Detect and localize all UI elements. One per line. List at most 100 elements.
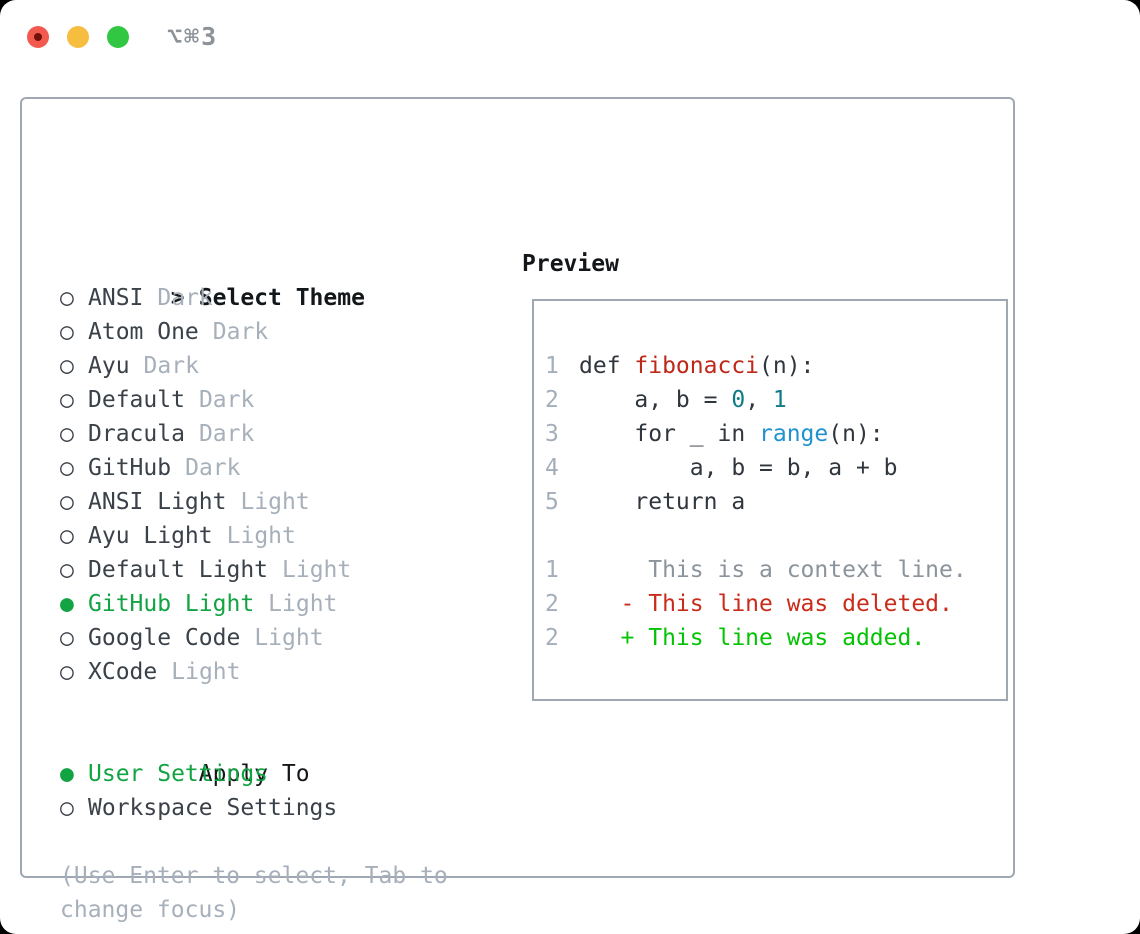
theme-option-ansi-light-light[interactable]: ○ ANSI Light Light — [60, 485, 365, 519]
code-segment-number: 1 — [772, 387, 787, 413]
radio-unselected-icon: ○ — [60, 557, 74, 583]
code-segment-builtin: range — [759, 421, 829, 447]
radio-unselected-icon: ○ — [60, 353, 74, 379]
theme-name: Atom One — [88, 319, 199, 345]
theme-option-ayu-dark[interactable]: ○ Ayu Dark — [60, 349, 365, 383]
code-line: 2 - This line was deleted. — [545, 587, 1006, 621]
line-number: 1 — [545, 353, 559, 379]
theme-variant-badge: Dark — [198, 387, 255, 413]
apply-to-header: Apply To — [60, 723, 337, 787]
window-shortcut-label: ⌥⌘3 — [167, 22, 219, 51]
theme-name: ANSI — [88, 285, 144, 311]
theme-variant-badge: Dark — [185, 455, 241, 481]
radio-unselected-icon: ○ — [60, 387, 74, 413]
code-segment-plain: (n): — [828, 421, 884, 447]
code-segment-context: This is a context line. — [579, 557, 967, 583]
radio-selected-icon: ● — [60, 591, 74, 617]
theme-name: Google Code — [88, 625, 241, 651]
radio-unselected-icon: ○ — [60, 489, 74, 515]
line-number: 2 — [545, 591, 559, 617]
radio-selected-icon: ● — [60, 761, 74, 787]
theme-name: Dracula — [88, 421, 185, 447]
theme-option-google-code-light[interactable]: ○ Google Code Light — [60, 621, 365, 655]
hint-text: (Use Enter to select, Tab to change focu… — [60, 863, 448, 923]
code-segment-plain: for _ in — [579, 421, 760, 447]
code-segment-added: + This line was added. — [579, 625, 926, 651]
code-segment-plain: a, b = b, a + b — [579, 455, 898, 481]
theme-variant-badge: Light — [254, 625, 324, 651]
line-number: 2 — [545, 387, 559, 413]
apply-option-label: Workspace Settings — [88, 795, 338, 821]
theme-option-dracula-dark[interactable]: ○ Dracula Dark — [60, 417, 365, 451]
theme-variant-badge: Dark — [157, 285, 213, 311]
theme-option-default-dark[interactable]: ○ Default Dark — [60, 383, 365, 417]
radio-unselected-icon: ○ — [60, 795, 74, 821]
theme-name: Ayu Light — [88, 523, 213, 549]
code-segment-deleted: - This line was deleted. — [579, 591, 953, 617]
theme-variant-badge: Light — [240, 489, 310, 515]
theme-variant-badge: Dark — [143, 353, 199, 379]
theme-select-header: > Select Theme — [60, 247, 365, 311]
apply-to-section: Apply To ● User Settings ○ Workspace Settin… — [60, 723, 337, 825]
code-line: 5 return a — [545, 485, 1006, 519]
theme-name: Ayu — [88, 353, 130, 379]
theme-option-github-light-light[interactable]: ● GitHub Light Light — [60, 587, 365, 621]
apply-option-user-settings[interactable]: ● User Settings — [60, 757, 337, 791]
focus-arrow-icon: > — [170, 285, 185, 311]
code-segment-plain: def — [579, 353, 635, 379]
code-segment-function: fibonacci — [634, 353, 760, 379]
traffic-lights — [27, 26, 129, 48]
minimize-button-icon[interactable] — [67, 26, 89, 48]
line-number: 4 — [545, 455, 559, 481]
radio-unselected-icon: ○ — [60, 285, 74, 311]
theme-variant-badge: Dark — [212, 319, 269, 345]
radio-unselected-icon: ○ — [60, 319, 74, 345]
code-line: 2 a, b = 0, 1 — [545, 383, 1006, 417]
theme-option-atom-one-dark[interactable]: ○ Atom One Dark — [60, 315, 365, 349]
preview-title: Preview — [522, 251, 619, 277]
code-segment-plain: , — [745, 387, 773, 413]
zoom-button-icon[interactable] — [107, 26, 129, 48]
radio-unselected-icon: ○ — [60, 421, 74, 447]
theme-variant-badge: Light — [226, 523, 296, 549]
code-segment-plain: (n): — [759, 353, 815, 379]
code-line: 1 def fibonacci(n): — [545, 349, 1006, 383]
close-button-icon[interactable] — [27, 26, 49, 48]
radio-unselected-icon: ○ — [60, 455, 74, 481]
theme-name: GitHub — [88, 455, 172, 481]
code-line — [545, 519, 1006, 553]
code-segment-plain: a, b = — [579, 387, 732, 413]
code-line: 3 for _ in range(n): — [545, 417, 1006, 451]
line-number: 3 — [545, 421, 559, 447]
theme-select-header-label: Select Theme — [198, 285, 365, 311]
code-segment-number: 0 — [731, 387, 746, 413]
radio-unselected-icon: ○ — [60, 659, 74, 685]
theme-name: Default — [88, 387, 185, 413]
theme-option-ansi-dark[interactable]: ○ ANSI Dark — [60, 281, 365, 315]
apply-option-label: User Settings — [88, 761, 269, 787]
theme-variant-badge: Light — [268, 591, 338, 617]
line-number: 5 — [545, 489, 559, 515]
code-line: 2 + This line was added. — [545, 621, 1006, 655]
line-number: 2 — [545, 625, 559, 651]
theme-option-default-light-light[interactable]: ○ Default Light Light — [60, 553, 365, 587]
radio-unselected-icon: ○ — [60, 625, 74, 651]
theme-option-ayu-light-light[interactable]: ○ Ayu Light Light — [60, 519, 365, 553]
theme-name: Default Light — [88, 557, 269, 583]
line-number: 1 — [545, 557, 559, 583]
theme-name: GitHub Light — [88, 591, 255, 617]
radio-unselected-icon: ○ — [60, 523, 74, 549]
theme-name: ANSI Light — [88, 489, 227, 515]
code-segment-plain: return a — [579, 489, 746, 515]
theme-variant-badge: Light — [171, 659, 241, 685]
theme-variant-badge: Dark — [198, 421, 255, 447]
theme-option-github-dark[interactable]: ○ GitHub Dark — [60, 451, 365, 485]
code-line: 1 This is a context line. — [545, 553, 1006, 587]
apply-option-workspace-settings[interactable]: ○ Workspace Settings — [60, 791, 337, 825]
theme-variant-badge: Light — [282, 557, 352, 583]
